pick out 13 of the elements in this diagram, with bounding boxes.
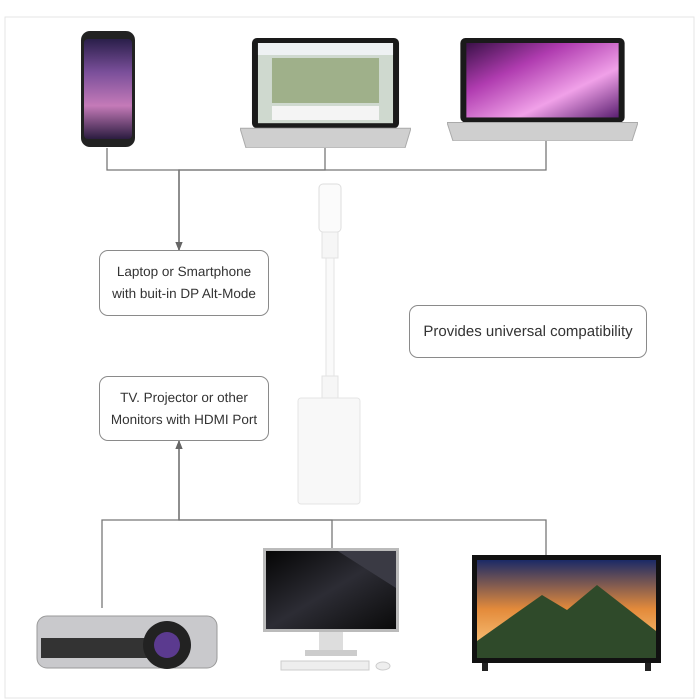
box-text: Laptop or Smartphone with buit-in DP Alt-Mode xyxy=(111,263,257,303)
device-box xyxy=(99,376,269,441)
laptop-picture xyxy=(447,38,638,141)
box-text: TV. Projector or other Monitors with HDMI Port xyxy=(110,388,258,428)
feature-box xyxy=(409,305,647,358)
device-box xyxy=(99,250,269,316)
tv-picture xyxy=(472,555,661,671)
laptop-picture xyxy=(240,38,411,148)
box-text: Provides universal compatibility xyxy=(423,322,633,342)
connector-arrow xyxy=(175,141,547,251)
smartphone-picture xyxy=(80,30,136,148)
connector-arrow xyxy=(175,440,547,555)
monitor-picture xyxy=(263,548,399,672)
